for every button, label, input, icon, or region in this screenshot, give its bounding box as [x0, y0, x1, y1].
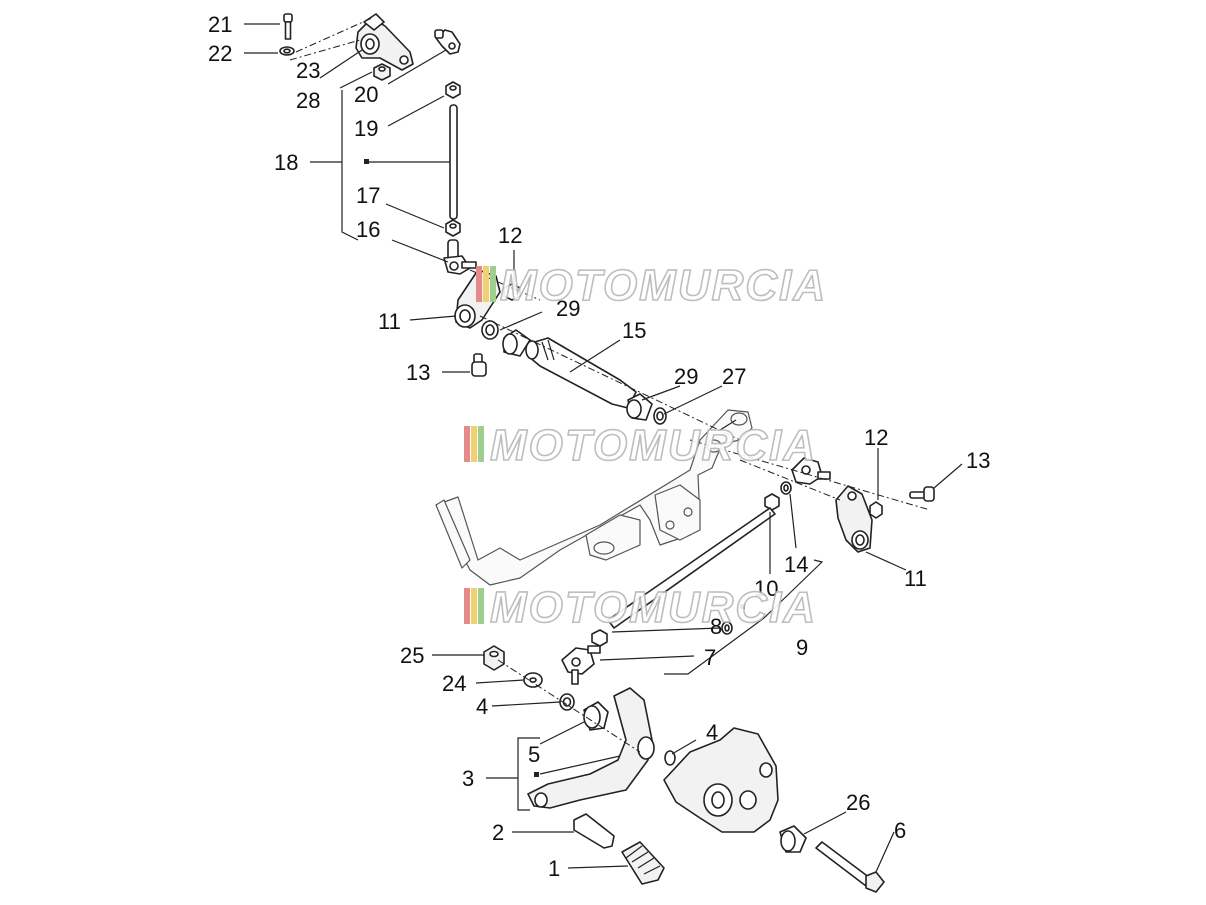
callout-11-upper: 11: [378, 309, 401, 334]
marker-9: [740, 604, 745, 609]
bushing-5: [583, 701, 609, 731]
bolt-6: [815, 841, 885, 893]
callout-9: 9: [796, 635, 808, 660]
callout-3: 3: [462, 766, 474, 791]
callout-20: 20: [354, 82, 378, 107]
callout-21: 21: [208, 12, 232, 37]
callout-5: 5: [528, 742, 540, 767]
bolt-13-left: [471, 353, 487, 377]
watermark-stripe: [464, 588, 470, 624]
gear-pedal-3: [527, 687, 655, 809]
pin-2: [573, 813, 615, 849]
nut-25: [483, 645, 505, 671]
callout-24: 24: [442, 671, 466, 696]
lever-11-right: [835, 485, 873, 553]
callout-28: 28: [296, 88, 320, 113]
watermark-stripe: [471, 426, 477, 462]
washer-24: [523, 672, 543, 688]
ball-joint-16: [443, 239, 477, 275]
screw-21: [283, 13, 293, 40]
callout-27: 27: [722, 364, 746, 389]
watermark-text: MOTOMURCIA: [500, 261, 827, 310]
callout-29-lower: 29: [674, 364, 698, 389]
ball-joint-20: [434, 29, 461, 55]
callout-7: 7: [704, 645, 716, 670]
callout-17: 17: [356, 183, 380, 208]
callout-6: 6: [894, 818, 906, 843]
watermark-middle: MOTOMURCIA: [464, 420, 817, 471]
callout-29-upper: 29: [556, 296, 580, 321]
callout-13-right: 13: [966, 448, 990, 473]
ball-joint-7: [561, 645, 601, 685]
callout-11-right: 11: [904, 566, 927, 591]
callout-10: 10: [754, 576, 778, 601]
callout-18: 18: [274, 150, 298, 175]
watermark-stripe: [464, 426, 470, 462]
marker-3: [534, 772, 539, 777]
callout-4-upper: 4: [476, 694, 488, 719]
circlip-29-upper: [481, 320, 499, 340]
watermark-top: MOTOMURCIA: [476, 260, 827, 311]
clip-4-upper: [559, 693, 575, 711]
bolt-13-right: [909, 486, 935, 502]
callout-labels: 21 22 23 28 20 19 18 17 16 12 11 29 15 1…: [208, 12, 990, 881]
callout-26: 26: [846, 790, 870, 815]
watermark-stripe: [478, 426, 484, 462]
nut-14: [780, 481, 792, 495]
bushing-29-lower: [626, 393, 653, 421]
nut-17: [445, 219, 461, 237]
callout-1: 1: [548, 856, 560, 881]
watermark-bottom: MOTOMURCIA: [464, 582, 817, 633]
bushing-26: [779, 825, 807, 853]
assembly-lines: [289, 17, 931, 753]
washer-22: [279, 46, 295, 56]
callout-12-right: 12: [864, 425, 888, 450]
footrest-bracket: [663, 727, 779, 833]
rod-9: [607, 507, 776, 629]
lever-23: [355, 13, 414, 71]
callout-12-upper: 12: [498, 223, 522, 248]
callout-8: 8: [710, 614, 722, 639]
nut-10: [764, 493, 780, 511]
callout-15: 15: [622, 318, 646, 343]
nut-8-rod: [591, 629, 608, 647]
ring-8: [721, 621, 733, 635]
rubber-1: [621, 841, 665, 885]
frame-bracket: [435, 409, 753, 586]
callout-16: 16: [356, 217, 380, 242]
watermark-stripe: [490, 266, 496, 302]
callout-13-left: 13: [406, 360, 430, 385]
callout-25: 25: [400, 643, 424, 668]
nut-28: [373, 63, 391, 81]
nut-12-right: [869, 501, 883, 519]
leader-lines: [244, 23, 963, 873]
rod-18: [449, 104, 458, 220]
watermark-text: MOTOMURCIA: [490, 583, 817, 632]
watermark-text: MOTOMURCIA: [490, 421, 817, 470]
shaft-15: [525, 337, 637, 409]
watermark-stripe: [478, 588, 484, 624]
callout-23: 23: [296, 58, 320, 83]
callout-2: 2: [492, 820, 504, 845]
marker-18: [364, 159, 369, 164]
callout-14: 14: [784, 552, 808, 577]
callout-19: 19: [354, 116, 378, 141]
callout-4-lower: 4: [706, 720, 718, 745]
watermark-stripe: [471, 588, 477, 624]
callout-22: 22: [208, 41, 232, 66]
nut-12-upper: [503, 283, 521, 301]
nut-19: [445, 81, 461, 99]
clip-4-lower: [664, 750, 676, 766]
watermark-stripe: [483, 266, 489, 302]
circlip-27: [653, 407, 667, 425]
watermark-stripe: [476, 266, 482, 302]
